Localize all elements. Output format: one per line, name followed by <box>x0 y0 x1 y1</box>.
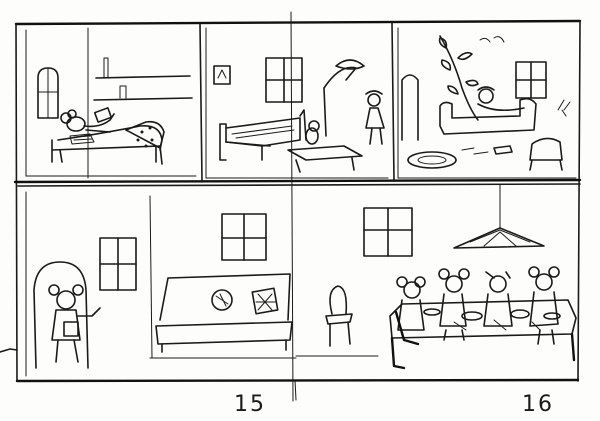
room-bedroom-reading <box>25 27 197 179</box>
house-frame <box>0 11 582 402</box>
room-bedroom-lamp <box>205 27 389 179</box>
window-hallway <box>99 237 137 291</box>
single-bed <box>219 109 307 161</box>
floor-lamp <box>323 59 365 137</box>
arched-doorway <box>33 261 89 369</box>
window-living <box>221 213 267 261</box>
room-living-sofa <box>149 213 297 359</box>
diner-mouse-3 <box>483 271 513 327</box>
pendant-lamp <box>453 183 545 249</box>
chair <box>325 285 353 347</box>
diner-mouse-1 <box>394 276 426 346</box>
room-living-plant <box>397 27 577 179</box>
hanging-plant <box>438 35 505 121</box>
small-plant <box>557 99 571 117</box>
sofa-with-mouse <box>439 86 537 135</box>
armchair <box>529 137 563 171</box>
dining-table <box>389 299 577 370</box>
room-hallway <box>25 191 153 377</box>
table-with-mouse <box>287 120 363 173</box>
room-dining <box>295 183 577 370</box>
bookshelf <box>93 57 193 101</box>
mouse-standing-dress <box>365 90 385 145</box>
couch <box>155 273 293 353</box>
window-arched <box>37 67 59 119</box>
floor-items <box>461 145 513 155</box>
diners-mice <box>394 266 560 346</box>
mouse-waving <box>48 284 101 363</box>
rug <box>407 151 457 169</box>
page-number-right: 16 <box>522 392 554 417</box>
arched-door <box>401 74 419 141</box>
bed <box>51 120 165 165</box>
window-dining <box>363 207 413 257</box>
diner-mouse-4 <box>528 266 560 345</box>
picture-frame <box>213 65 231 85</box>
window-small <box>515 61 547 99</box>
page-number-left: 15 <box>234 392 266 417</box>
mouse-reading <box>60 107 115 133</box>
window-paned <box>265 57 303 103</box>
diner-mouse-2 <box>438 268 470 341</box>
